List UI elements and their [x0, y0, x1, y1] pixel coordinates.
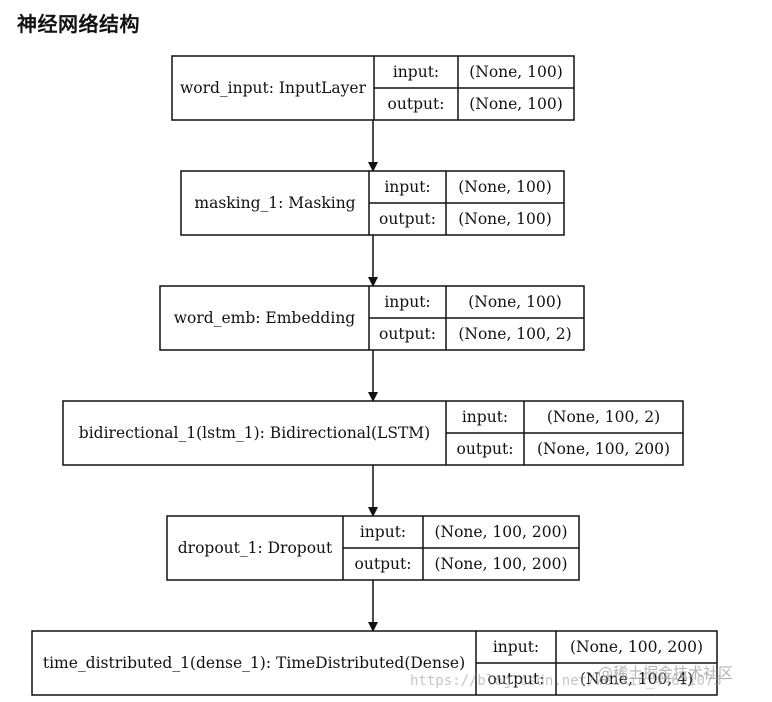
output-label: output: [388, 95, 445, 113]
watermark-url: https://blog.csdn.net/weixin_44621073 [410, 673, 722, 689]
output-label: output: [379, 325, 436, 343]
input-label: input: [360, 523, 406, 541]
page-title: 神经网络结构 [17, 12, 140, 36]
output-shape: (None, 100) [469, 95, 563, 113]
input-shape: (None, 100, 200) [570, 638, 703, 656]
output-label: output: [457, 440, 514, 458]
output-label: output: [355, 555, 412, 573]
input-shape: (None, 100) [468, 293, 562, 311]
layer-name: masking_1: Masking [194, 194, 355, 212]
layer-name: time_distributed_1(dense_1): TimeDistrib… [43, 654, 465, 672]
output-shape: (None, 100) [458, 210, 552, 228]
input-shape: (None, 100) [469, 63, 563, 81]
output-shape: (None, 100, 2) [458, 325, 571, 343]
layer-name: bidirectional_1(lstm_1): Bidirectional(L… [79, 424, 430, 442]
layer-name: word_input: InputLayer [180, 79, 367, 97]
layer-node: word_emb: Embedding input: output: (None, 1… [159, 285, 585, 351]
layer-node: word_input: InputLayer input: output: (None… [171, 55, 575, 121]
output-shape: (None, 100, 4) [580, 670, 693, 688]
input-shape: (None, 100, 2) [547, 408, 660, 426]
input-label: input: [462, 408, 508, 426]
output-shape: (None, 100, 200) [537, 440, 670, 458]
layer-node: masking_1: Masking input: output: (None, 10… [180, 170, 565, 236]
layer-name: word_emb: Embedding [174, 309, 356, 327]
output-label: output: [488, 670, 545, 688]
output-label: output: [379, 210, 436, 228]
layer-node: dropout_1: Dropout input: output: (None, 10… [166, 515, 580, 581]
output-shape: (None, 100, 200) [434, 555, 567, 573]
input-label: input: [393, 63, 439, 81]
layer-node: time_distributed_1(dense_1): TimeDistrib… [31, 630, 718, 696]
input-shape: (None, 100, 200) [434, 523, 567, 541]
input-shape: (None, 100) [458, 178, 552, 196]
input-label: input: [384, 293, 430, 311]
layer-node: bidirectional_1(lstm_1): Bidirectional(L… [62, 400, 684, 466]
layer-name: dropout_1: Dropout [178, 539, 333, 557]
watermark-brand: @稀土掘金技术社区 [598, 664, 734, 682]
input-label: input: [384, 178, 430, 196]
input-label: input: [493, 638, 539, 656]
